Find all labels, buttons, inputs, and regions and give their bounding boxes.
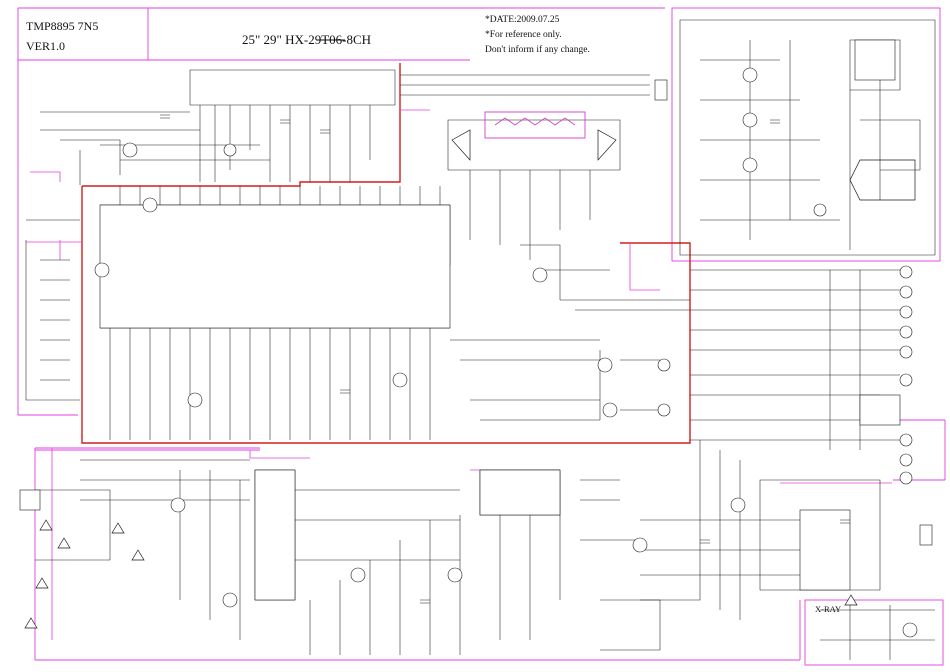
right-header-connector: [654, 79, 668, 101]
main-ic: [99, 204, 451, 329]
title-block: [17, 7, 665, 61]
version-label: VER1.0: [26, 39, 65, 53]
flyback-transformer: [799, 509, 851, 591]
crt-neck-symbol: [451, 129, 916, 201]
deflection-yoke: [484, 111, 586, 139]
warning-symbols: [24, 519, 858, 629]
power-transformer: [254, 469, 296, 601]
note-reference: *For reference only.: [485, 29, 562, 40]
deflection-connector: [919, 524, 933, 546]
sheet-borders: [17, 7, 946, 666]
wiring: [25, 19, 936, 660]
components: [19, 39, 933, 601]
date-label: *DATE:2009.07.25: [485, 15, 560, 25]
capacitors: [160, 114, 850, 604]
xray-section-label: X-RAY: [815, 604, 841, 614]
main-processor-block: [81, 63, 691, 444]
model-label: TMP8895 7N5: [26, 19, 98, 33]
product-label: 25" 29" HX-29T06-8CH: [242, 32, 371, 47]
output-jacks: [657, 265, 913, 485]
av-terminal-block: [859, 394, 901, 426]
transistors: [94, 67, 918, 638]
audio-amp-ic: [479, 469, 561, 516]
ac-input-connector: [19, 489, 41, 511]
note-change: Don't inform if any change.: [485, 44, 590, 55]
crt-socket-connector: [854, 39, 896, 81]
